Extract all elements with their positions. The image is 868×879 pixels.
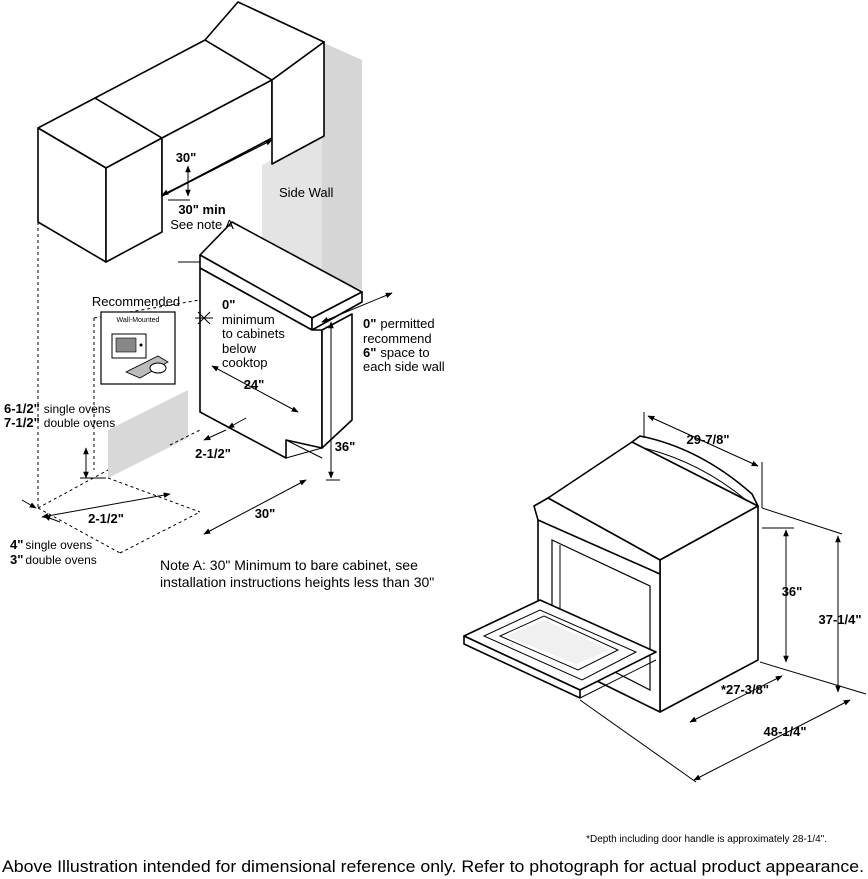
note-a-line-2: installation instructions heights less t… <box>160 574 434 590</box>
height-total-label: 37-1/4" <box>818 612 861 627</box>
zero-permitted-value: 0" <box>363 316 376 331</box>
zero-min-line-2: to cabinets <box>222 326 285 341</box>
zero-permitted-line: 0" permitted <box>363 316 435 331</box>
six-in-value: 6" <box>363 345 376 360</box>
height-36-right-label: 36" <box>782 584 803 599</box>
top-width-label: 30" <box>176 150 197 165</box>
six-space-line: 6" space to <box>363 345 430 360</box>
note-a-line-1: Note A: 30" Minimum to bare cabinet, see <box>160 557 418 573</box>
permitted-text: permitted <box>380 316 434 331</box>
each-side-wall-text: each side wall <box>363 359 445 374</box>
wall-mounted-outlet-inset <box>100 311 176 385</box>
recommend-text: recommend <box>363 331 432 346</box>
min-clearance-label: 30" min <box>178 202 225 217</box>
installation-clearance-diagram: 30" 30" min See note A Side Wall Recomme… <box>4 1 445 567</box>
recommended-label: Recommended <box>92 294 180 309</box>
double-ovens-text-2: double ovens <box>25 553 96 567</box>
three-in-line: 3"double ovens <box>10 552 97 567</box>
upper-cabinets <box>37 1 325 263</box>
width-30-bottom-label: 30" <box>255 506 276 521</box>
seven-half-value: 7-1/2" <box>4 415 40 430</box>
seven-half-line: 7-1/2" double ovens <box>4 415 115 430</box>
six-half-value: 6-1/2" <box>4 401 40 416</box>
double-ovens-text-1: double ovens <box>44 416 115 430</box>
depth-24-label: 24" <box>244 377 265 392</box>
zero-min-marker <box>195 311 213 325</box>
height-36-label: 36" <box>335 439 356 454</box>
outlet-zone <box>108 390 188 478</box>
wall-mounted-label: Wall-Mounted <box>117 317 160 324</box>
two-half-a-label: 2-1/2" <box>195 446 231 461</box>
illustration-disclaimer: Above Illustration intended for dimensio… <box>2 858 864 876</box>
zero-min-line-3: below <box>222 341 257 356</box>
see-note-label: See note A <box>170 217 234 232</box>
four-in-line: 4"single ovens <box>10 537 92 552</box>
depth-label: *27-3/8" <box>721 682 769 697</box>
side-wall-label: Side Wall <box>279 185 334 200</box>
side-wall-shape <box>322 42 362 290</box>
four-in-value: 4" <box>10 537 23 552</box>
zero-min-line-1: minimum <box>222 312 275 327</box>
width-label: 29-7/8" <box>686 432 729 447</box>
zero-min-value: 0" <box>222 297 235 312</box>
three-in-value: 3" <box>10 552 23 567</box>
single-ovens-text-1: single ovens <box>44 402 111 416</box>
single-ovens-text-2: single ovens <box>25 538 92 552</box>
range-dimension-diagram: 29-7/8" 36" 37-1/4" *27-3/8" 48-1/4" <box>463 412 867 783</box>
depth-footnote: *Depth including door handle is approxim… <box>586 834 827 845</box>
space-to-text: space to <box>380 345 429 360</box>
two-half-b-label: 2-1/2" <box>88 511 124 526</box>
zero-min-line-4: cooktop <box>222 355 268 370</box>
depth-open-label: 48-1/4" <box>763 724 806 739</box>
six-half-line: 6-1/2" single ovens <box>4 401 111 416</box>
